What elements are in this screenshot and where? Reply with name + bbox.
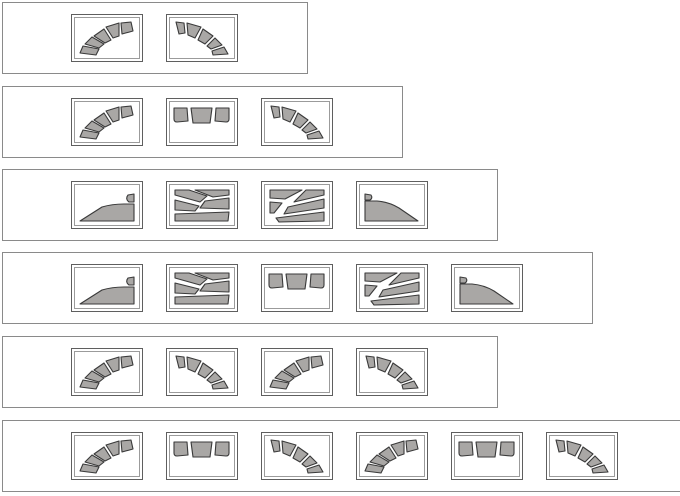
angled-slabs-left-tile [166,181,238,229]
wedge-falling-tile [356,181,428,229]
arch-rising-tile [261,348,333,396]
arch-rising-icon [72,15,142,61]
arch-rising-icon [357,433,427,479]
flat-three-blocks-icon [167,99,237,145]
arch-falling-icon [357,349,427,395]
arch-falling-icon [262,433,332,479]
arch-rising-tile [71,98,143,146]
arch-falling-tile [166,14,238,62]
wedge-falling-icon [452,265,522,311]
arch-falling-tile [166,348,238,396]
wedge-rising-icon [72,182,142,228]
wedge-rising-icon [72,265,142,311]
arch-rising-tile [356,432,428,480]
flat-three-blocks-icon [167,433,237,479]
arch-falling-tile [356,348,428,396]
arch-falling-icon [547,433,617,479]
panel-row-2 [2,86,403,158]
angled-slabs-right-icon [262,182,332,228]
angled-slabs-right-tile [356,264,428,312]
flat-three-blocks-icon [262,265,332,311]
arch-falling-icon [167,349,237,395]
arch-falling-tile [261,432,333,480]
flat-three-blocks-tile [166,98,238,146]
arch-rising-tile [71,14,143,62]
angled-slabs-right-tile [261,181,333,229]
flat-three-blocks-tile [166,432,238,480]
wedge-falling-tile [451,264,523,312]
angled-slabs-left-tile [166,264,238,312]
angled-slabs-left-icon [167,182,237,228]
angled-slabs-left-icon [167,265,237,311]
arch-rising-tile [71,348,143,396]
arch-falling-icon [262,99,332,145]
flat-three-blocks-tile [451,432,523,480]
arch-rising-icon [72,99,142,145]
wedge-rising-tile [71,181,143,229]
arch-rising-tile [71,432,143,480]
wedge-falling-icon [357,182,427,228]
arch-rising-icon [72,349,142,395]
angled-slabs-right-icon [357,265,427,311]
flat-three-blocks-icon [452,433,522,479]
arch-falling-icon [167,15,237,61]
arch-falling-tile [261,98,333,146]
panel-row-3 [2,169,498,241]
panel-row-6 [2,420,680,492]
arch-rising-icon [72,433,142,479]
panel-row-5 [2,336,498,408]
panel-row-1 [2,2,308,74]
arch-falling-tile [546,432,618,480]
wedge-rising-tile [71,264,143,312]
flat-three-blocks-tile [261,264,333,312]
panel-row-4 [2,252,593,324]
arch-rising-icon [262,349,332,395]
